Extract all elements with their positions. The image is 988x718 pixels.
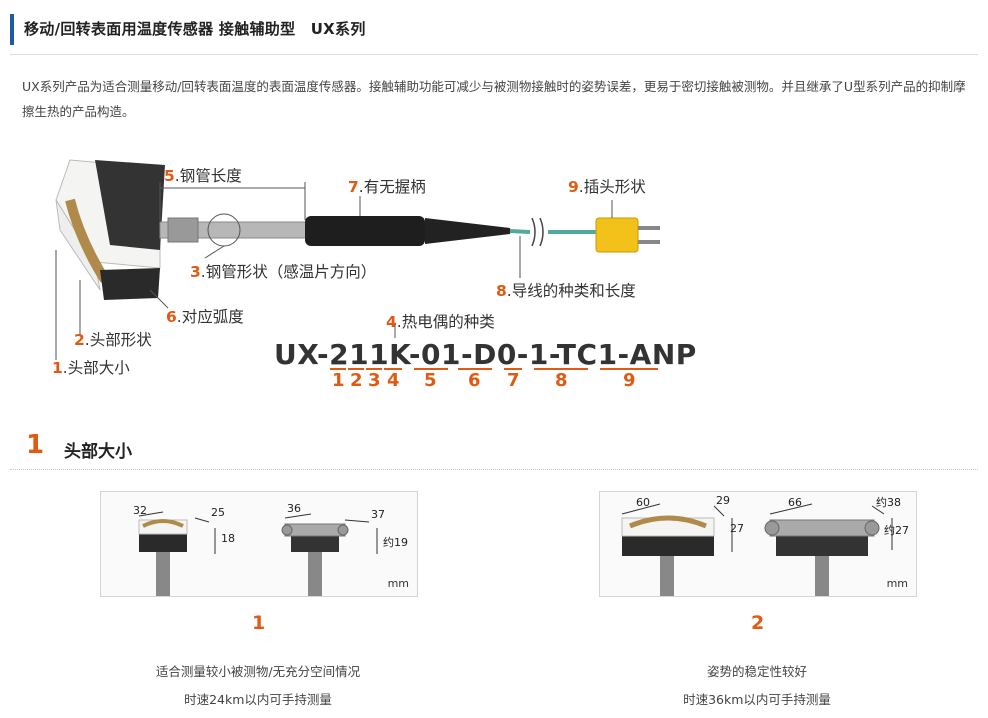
code-number: 5 [424,370,437,391]
option-1-number: 1 [252,612,266,634]
steel-pipe [159,213,311,247]
code-number: 3 [368,370,381,391]
dimension-label: 37 [371,508,385,521]
label-arc: 6.对应弧度 [166,308,244,326]
unit-label: mm [886,577,908,590]
header-divider [10,54,978,55]
dimension-label: 66 [788,496,802,509]
page-title: 移动/回转表面用温度传感器 接触辅助型 UX系列 [24,20,366,38]
code-underline [366,368,382,370]
plug [595,217,660,253]
model-code: UX-211K-01-D0-1-TC1-ANP [274,338,697,371]
option-1-desc-1: 适合测量较小被测物/无充分空间情况 [155,664,361,679]
code-underline [414,368,448,370]
head-size-2-illustration [621,503,893,596]
option-2-number: 2 [751,612,765,634]
option-2-desc-2: 时速36km以内可手持测量 [683,692,831,707]
code-number: 2 [350,370,363,391]
code-underline [600,368,658,370]
option-2-desc-1: 姿势的稳定性较好 [706,664,807,679]
section-title: 头部大小 [64,442,132,462]
dimension-label: 25 [211,506,225,519]
dimension-label: 约38 [876,496,901,509]
dimension-label: 29 [716,494,730,507]
code-number: 4 [387,370,400,391]
dimension-label: 约19 [383,536,408,549]
label-pipe-length: 5.钢管长度 [164,167,242,185]
label-head-shape: 2.头部形状 [74,331,152,349]
code-underline [458,368,492,370]
code-number: 6 [468,370,481,391]
header-accent-bar [10,14,14,45]
dimension-label: 32 [133,504,147,517]
sensor-head [55,159,165,300]
intro-paragraph: UX系列产品为适合测量移动/回转表面温度的表面温度传感器。接触辅助功能可减少与被… [22,79,966,119]
code-number: 7 [507,370,520,391]
product-diagram [55,159,660,360]
dimension-label: 36 [287,502,301,515]
dimension-label: 60 [636,496,650,509]
label-plug: 9.插头形状 [568,178,646,196]
code-underline [504,368,522,370]
option-1-desc-2: 时速24km以内可手持测量 [184,692,332,707]
grip-handle [305,216,510,246]
head-size-1-illustration [138,511,378,596]
code-underline [534,368,588,370]
code-underline [384,368,402,370]
dimension-label: 27 [730,522,744,535]
code-number: 9 [623,370,636,391]
label-head-size: 1.头部大小 [52,359,130,377]
code-number: 1 [332,370,345,391]
label-pipe-shape: 3.钢管形状（感温片方向） [190,263,377,281]
code-number: 8 [555,370,568,391]
lead-wire [509,217,598,247]
code-underline [348,368,364,370]
option-1-photo: 32 25 18 36 37 约19 mm [100,491,418,597]
label-grip: 7.有无握柄 [348,178,426,196]
section-divider [10,469,978,470]
option-2-photo: 60 29 27 66 约38 约27 mm [599,491,917,597]
code-underline [330,368,346,370]
dimension-label: 约27 [884,524,909,537]
unit-label: mm [387,577,409,590]
section-number: 1 [26,430,45,460]
label-wire: 8.导线的种类和长度 [496,282,636,300]
dimension-label: 18 [221,532,235,545]
label-thermocouple-type: 4.热电偶的种类 [386,313,495,331]
